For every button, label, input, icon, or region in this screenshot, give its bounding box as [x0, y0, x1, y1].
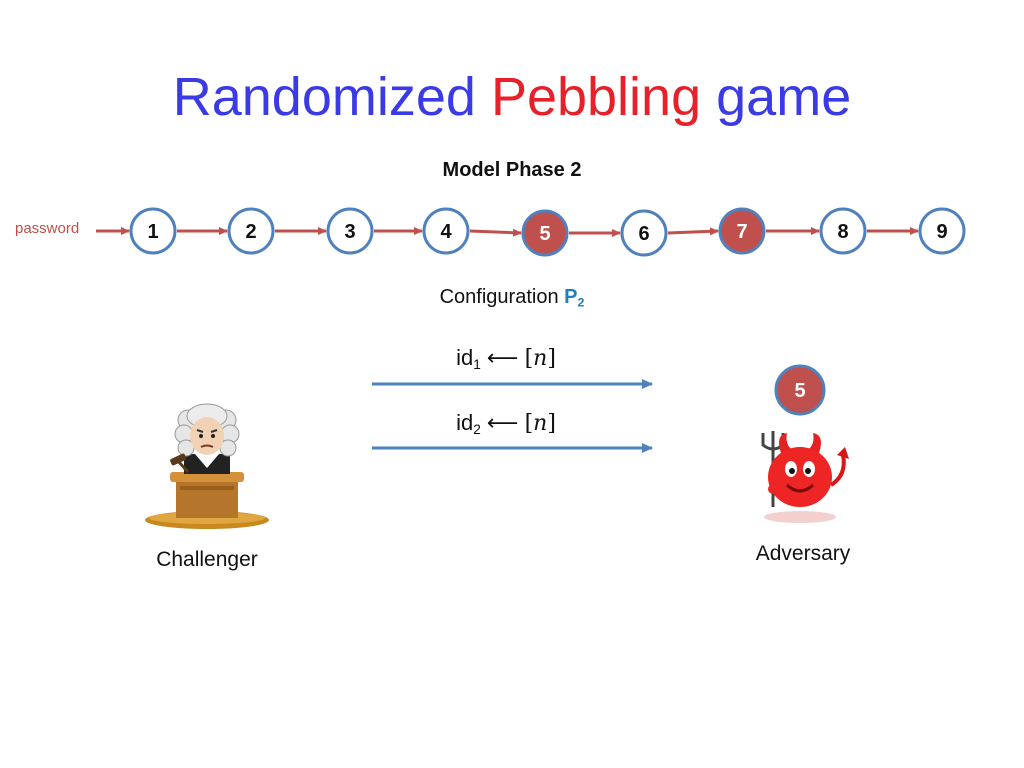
devil-icon	[761, 431, 849, 523]
message-1-open-bracket: [	[524, 346, 534, 371]
message-2-close-bracket: ]	[547, 411, 556, 436]
chain-node-1: 1	[129, 207, 177, 255]
node-circle	[422, 207, 470, 255]
subtitle: Model Phase 2	[442, 159, 582, 181]
chain-node-9: 9	[918, 207, 966, 255]
chain-node-label: 4	[440, 221, 452, 243]
message-2-arrow-symbol: ⟵	[486, 410, 519, 435]
chain-node-label: 8	[837, 221, 848, 243]
password-label: password	[15, 220, 80, 237]
chain-edge-6-7	[667, 227, 719, 236]
chain-node-label: 2	[245, 221, 256, 243]
slide-title: Randomized Pebbling game	[0, 62, 1024, 132]
chain-node-label: 1	[147, 221, 158, 243]
pebbling-chain: 1 2 3 4 5 6 7 8 9	[96, 207, 966, 257]
configuration-text: Configuration	[439, 286, 559, 308]
node-circle	[918, 207, 966, 255]
chain-node-label: 7	[736, 221, 747, 243]
node-circle	[620, 209, 668, 257]
adversary-pebble-label: 5	[794, 380, 805, 402]
chain-node-8: 8	[819, 207, 867, 255]
message-1: id1 ⟵ [n]	[396, 345, 616, 372]
adversary-pebble: 5	[774, 364, 826, 416]
chain-node-5: 5	[521, 209, 569, 257]
title-word-game: game	[716, 67, 852, 127]
challenger-label: Challenger	[156, 548, 258, 571]
node-circle	[819, 207, 867, 255]
pebbled-node-circle	[718, 207, 766, 255]
chain-node-label: 6	[638, 223, 649, 245]
chain-node-label: 9	[936, 221, 947, 243]
message-1-close-bracket: ]	[547, 346, 556, 371]
title-word-pebbling: Pebbling	[490, 67, 702, 127]
title-word-randomized: Randomized	[172, 67, 476, 127]
pebbled-node-circle	[521, 209, 569, 257]
chain-node-3: 3	[326, 207, 374, 255]
chain-node-4: 4	[422, 207, 470, 255]
message-1-variable: n	[533, 346, 548, 371]
chain-node-7: 7	[718, 207, 766, 255]
message-arrows	[372, 379, 653, 453]
chain-node-6: 6	[620, 209, 668, 257]
configuration-symbol-letter: P	[564, 286, 578, 308]
message-2: id2 ⟵ [n]	[396, 410, 616, 437]
adversary-label: Adversary	[755, 542, 851, 565]
message-1-id: id	[456, 345, 474, 370]
node-circle	[326, 207, 374, 255]
chain-edge-4-5	[469, 228, 522, 237]
node-circle	[129, 207, 177, 255]
message-2-id: id	[456, 410, 474, 435]
node-circle	[227, 207, 275, 255]
configuration-subscript: 2	[577, 295, 585, 310]
message-1-subscript: 1	[473, 357, 481, 373]
chain-node-2: 2	[227, 207, 275, 255]
message-2-variable: n	[533, 411, 548, 436]
configuration-symbol: P2	[564, 286, 585, 310]
configuration-label: Configuration P2	[0, 286, 1024, 310]
chain-node-label: 3	[344, 221, 355, 243]
message-1-arrow-symbol: ⟵	[486, 345, 519, 370]
judge-icon	[145, 403, 269, 529]
message-2-subscript: 2	[473, 422, 481, 438]
message-2-open-bracket: [	[524, 411, 534, 436]
chain-node-label: 5	[539, 223, 550, 245]
